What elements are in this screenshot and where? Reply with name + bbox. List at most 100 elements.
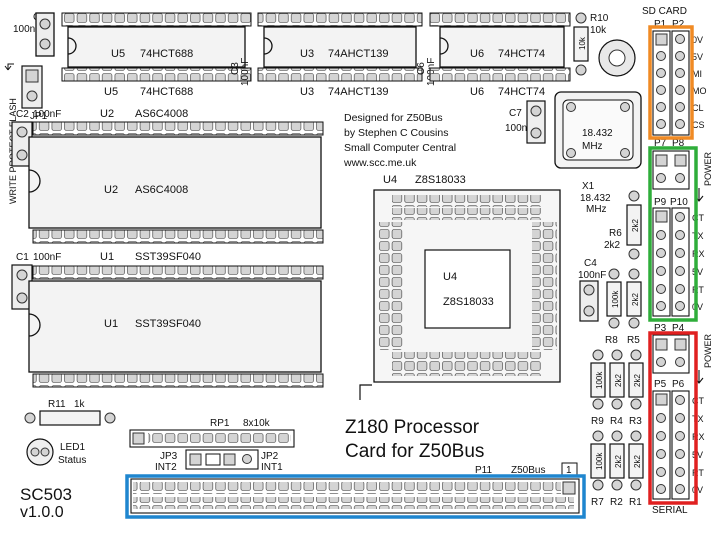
designer-line-4: www.scc.me.uk [343, 157, 417, 169]
power1-pin-rt: RT [692, 285, 704, 295]
power2-serial-header[interactable] [652, 390, 690, 500]
u4-part-outer: Z8S18033 [415, 174, 466, 186]
r10-ref: R10 [590, 13, 609, 24]
r1-ref: R1 [629, 497, 642, 508]
r4-ref: R4 [610, 416, 623, 427]
sd-pin-mi: MI [692, 69, 702, 79]
r4-body-label: 2k2 [614, 374, 623, 387]
r7-body-label: 100k [595, 452, 604, 470]
c4-value: 100nF [578, 270, 606, 281]
u2-ref: U2 [104, 184, 118, 196]
power2-label: POWER [703, 333, 712, 368]
u4-plcc-socket [373, 189, 561, 383]
board-name: SC503 [20, 485, 72, 504]
u6-part-outer: 74HCT74 [498, 86, 545, 98]
sd-pin-5v: 5V [692, 52, 703, 62]
r6-value: 2k2 [604, 240, 621, 251]
r8-ref: R8 [605, 335, 618, 346]
r10-body-label: 10k [578, 36, 587, 50]
u2-part-outer: AS6C4008 [135, 108, 188, 120]
sd-pin-0v: 0V [692, 35, 703, 45]
r1-resistor: 2k2 [628, 430, 644, 491]
u4-ref: U4 [443, 271, 457, 283]
u3-chip [257, 12, 423, 82]
power1-serial-header[interactable] [652, 207, 690, 317]
u2-ref-outer: U2 [100, 108, 114, 120]
u6-ref-outer: U6 [470, 86, 484, 98]
r9-ref: R9 [591, 416, 604, 427]
u5-chip [61, 12, 252, 82]
sd-p2-label: P2 [672, 19, 685, 30]
jp3-jp2-jumpers[interactable] [185, 449, 259, 470]
u6-part: 74HCT74 [498, 48, 545, 60]
r2-resistor: 2k2 [609, 430, 625, 491]
power2-pin-rt: RT [692, 468, 704, 478]
r3-body-label: 2k2 [633, 374, 642, 387]
product-title-line-1: Z180 Processor [345, 417, 480, 438]
rp1-resistor-network [129, 429, 295, 448]
jp3-ref: JP3 [160, 451, 178, 462]
u1-ref-outer: U1 [100, 251, 114, 263]
highlight-blue [125, 474, 586, 519]
p11-z50bus-header[interactable] [130, 478, 580, 514]
sd-pin-cs: CS [692, 120, 705, 130]
power1-p9-label: P9 [654, 197, 667, 208]
r6-resistor: 2k2 [626, 190, 642, 260]
c7-ref: C7 [509, 108, 522, 119]
r3-ref: R3 [629, 416, 642, 427]
u4-part: Z8S18033 [443, 296, 494, 308]
u2-chip [28, 121, 324, 244]
power1-pin-tx: TX [692, 231, 704, 241]
jp3-label: INT2 [155, 462, 177, 473]
power1-jumper-header[interactable] [652, 150, 690, 190]
power2-pin-tx: TX [692, 414, 704, 424]
power2-jumper-header[interactable] [652, 334, 690, 374]
c1-value: 100nF [33, 252, 61, 263]
r7-ref: R7 [591, 497, 604, 508]
power1-p10-label: P10 [670, 197, 688, 208]
r5-ref: R5 [627, 335, 640, 346]
power1-label: POWER [703, 151, 712, 186]
highlight-orange [648, 25, 694, 140]
p11-pin1: 1 [566, 465, 572, 476]
jp2-ref: JP2 [261, 451, 279, 462]
u3-part: 74AHCT139 [328, 48, 389, 60]
designer-line-3: Small Computer Central [344, 142, 456, 154]
jp2-label: INT1 [261, 462, 283, 473]
r1-body-label: 2k2 [633, 455, 642, 468]
led1-label: Status [58, 455, 86, 466]
p11-ref: P11 [475, 465, 492, 476]
sd-card-header[interactable] [652, 30, 690, 136]
u1-part-outer: SST39SF040 [135, 251, 201, 263]
designer-credits: Designed for Z50Bus by Stephen C Cousins… [343, 112, 456, 169]
serial-label: SERIAL [652, 505, 688, 516]
power1-pin-rx: RX [692, 249, 705, 259]
rp1-value: 8x10k [243, 418, 271, 429]
sd-pin-mo: MO [692, 86, 707, 96]
led1-ref: LED1 [60, 442, 85, 453]
x1-ref: X1 [582, 181, 595, 192]
r8-resistor: 100k [606, 268, 622, 329]
jp1-jumper[interactable] [21, 65, 43, 109]
r11-resistor [24, 410, 116, 426]
r6-body-label: 2k2 [631, 219, 640, 232]
power2-p5-label: P5 [654, 379, 667, 390]
u2-part: AS6C4008 [135, 184, 188, 196]
jp1-ref: JP1 [30, 111, 48, 122]
u3-ref: U3 [300, 48, 314, 60]
c4-ref: C4 [584, 258, 597, 269]
u1-ref: U1 [104, 318, 118, 330]
c3-ref: C3 [230, 62, 241, 75]
u5-part-outer: 74HCT688 [140, 86, 193, 98]
designer-line-1: Designed for Z50Bus [344, 112, 443, 124]
x1-body-freq: 18.432 [582, 128, 613, 139]
r6-ref: R6 [609, 228, 622, 239]
c6-ref: C6 [416, 62, 427, 75]
r10-resistor: 10k [573, 12, 589, 76]
product-title-line-2: Card for Z50Bus [345, 441, 484, 462]
power1-pin-ct: CT [692, 213, 704, 223]
r3-resistor: 2k2 [628, 349, 644, 410]
c2-ref: C2 [16, 109, 29, 120]
led1-indicator [26, 438, 54, 466]
highlight-red [648, 331, 698, 505]
